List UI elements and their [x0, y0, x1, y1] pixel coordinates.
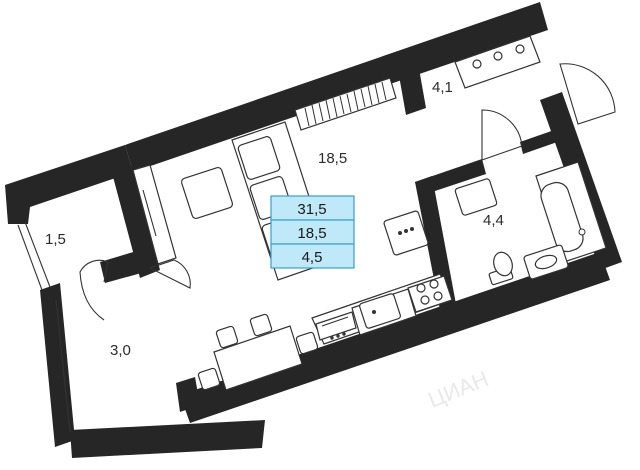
balcony-stove [454, 35, 541, 89]
bathtub [535, 161, 607, 263]
summary-total: 31,5 [297, 201, 326, 218]
radiator [294, 77, 397, 131]
kitchen-counter [311, 273, 453, 345]
walls [5, 2, 622, 458]
toilet [488, 251, 514, 286]
area-living: 18,5 [318, 150, 347, 167]
dining-set [197, 313, 319, 391]
summary-kitchen-cell [270, 243, 355, 269]
summary-kitchen: 4,5 [302, 249, 323, 266]
area-summary: 31,5 18,5 4,5 [270, 195, 355, 269]
area-balcony: 4,1 [432, 79, 453, 96]
doors [79, 63, 616, 321]
area-loggia: 1,5 [45, 231, 66, 248]
area-hall: 3,0 [110, 342, 131, 359]
sink [523, 244, 569, 280]
washer [454, 178, 498, 216]
wardrobe [132, 164, 177, 265]
ottoman [180, 166, 234, 220]
summary-total-cell [270, 195, 355, 221]
cabinet [383, 210, 429, 256]
watermark: ЦИАН [425, 366, 492, 413]
window-left [17, 221, 71, 433]
summary-living: 18,5 [297, 225, 326, 242]
area-bathroom: 4,4 [483, 212, 504, 229]
